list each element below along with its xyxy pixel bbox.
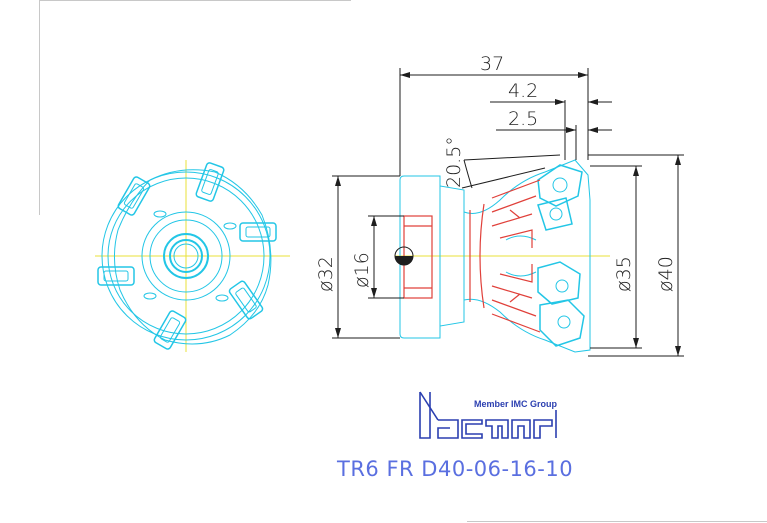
front-insert-5 [153, 310, 187, 350]
arrow-35-t [633, 166, 639, 176]
front-body-outline [101, 171, 271, 341]
dim-40-label: ø40 [655, 256, 677, 292]
arrow-32-b [335, 328, 341, 338]
front-insert-3 [239, 222, 277, 242]
front-hub-ring-2 [149, 219, 223, 293]
front-view [95, 160, 290, 352]
dim-angle-label: 20.5° [443, 136, 465, 188]
dimension-lines [332, 68, 684, 357]
arrow-16-t [371, 216, 377, 226]
arrow-25-r [588, 127, 598, 133]
arrow-35-b [633, 338, 639, 348]
arrow-25-l [566, 127, 576, 133]
arrow-32-t [335, 176, 341, 186]
logo-wordmark [419, 391, 557, 439]
arrow-42-l [555, 99, 565, 105]
arrow-37-l [400, 72, 410, 78]
dim-37-label: 37 [480, 53, 504, 75]
front-hub-ring [141, 211, 231, 301]
front-bore-outer [163, 233, 209, 279]
side-body [399, 159, 591, 353]
front-insert-1 [117, 176, 151, 216]
front-insert-2 [195, 162, 225, 202]
front-insert-4 [228, 280, 264, 320]
dimension-arrows [335, 72, 681, 356]
front-insert-6 [97, 266, 135, 286]
front-hole-2 [223, 222, 237, 230]
dim-35-label: ø35 [613, 256, 635, 292]
front-bore-core [173, 243, 199, 269]
side-bore-fill [395, 256, 413, 265]
page-border-left [39, 0, 40, 215]
front-hole-4 [143, 292, 157, 300]
arrow-40-b [675, 346, 681, 356]
side-view [394, 159, 610, 353]
dim-25-label: 2.5 [508, 108, 538, 130]
arrow-40-t [675, 155, 681, 165]
front-lobes [114, 169, 272, 345]
arrow-37-r [578, 72, 588, 78]
front-bore-inner [169, 239, 203, 273]
dim-angle-line-1 [463, 154, 561, 161]
page-border-bottom [467, 521, 767, 522]
front-hole-3 [215, 294, 229, 302]
arrow-42-r [588, 99, 598, 105]
part-number: TR6 FR D40-06-16-10 [336, 457, 573, 481]
arrow-16-b [371, 288, 377, 298]
dim-16-label: ø16 [351, 252, 373, 288]
dim-angle-arc [463, 159, 473, 189]
iscar-logo: Member IMC Group [419, 391, 558, 439]
dim-angle-line-2 [461, 167, 546, 189]
front-body-inner [107, 177, 265, 335]
side-section [403, 179, 541, 333]
page-border-top [39, 0, 351, 1]
dim-32-label: ø32 [315, 256, 337, 292]
logo-tagline: Member IMC Group [474, 399, 558, 409]
front-hole-1 [153, 210, 167, 218]
dim-42-label: 4.2 [508, 80, 538, 102]
